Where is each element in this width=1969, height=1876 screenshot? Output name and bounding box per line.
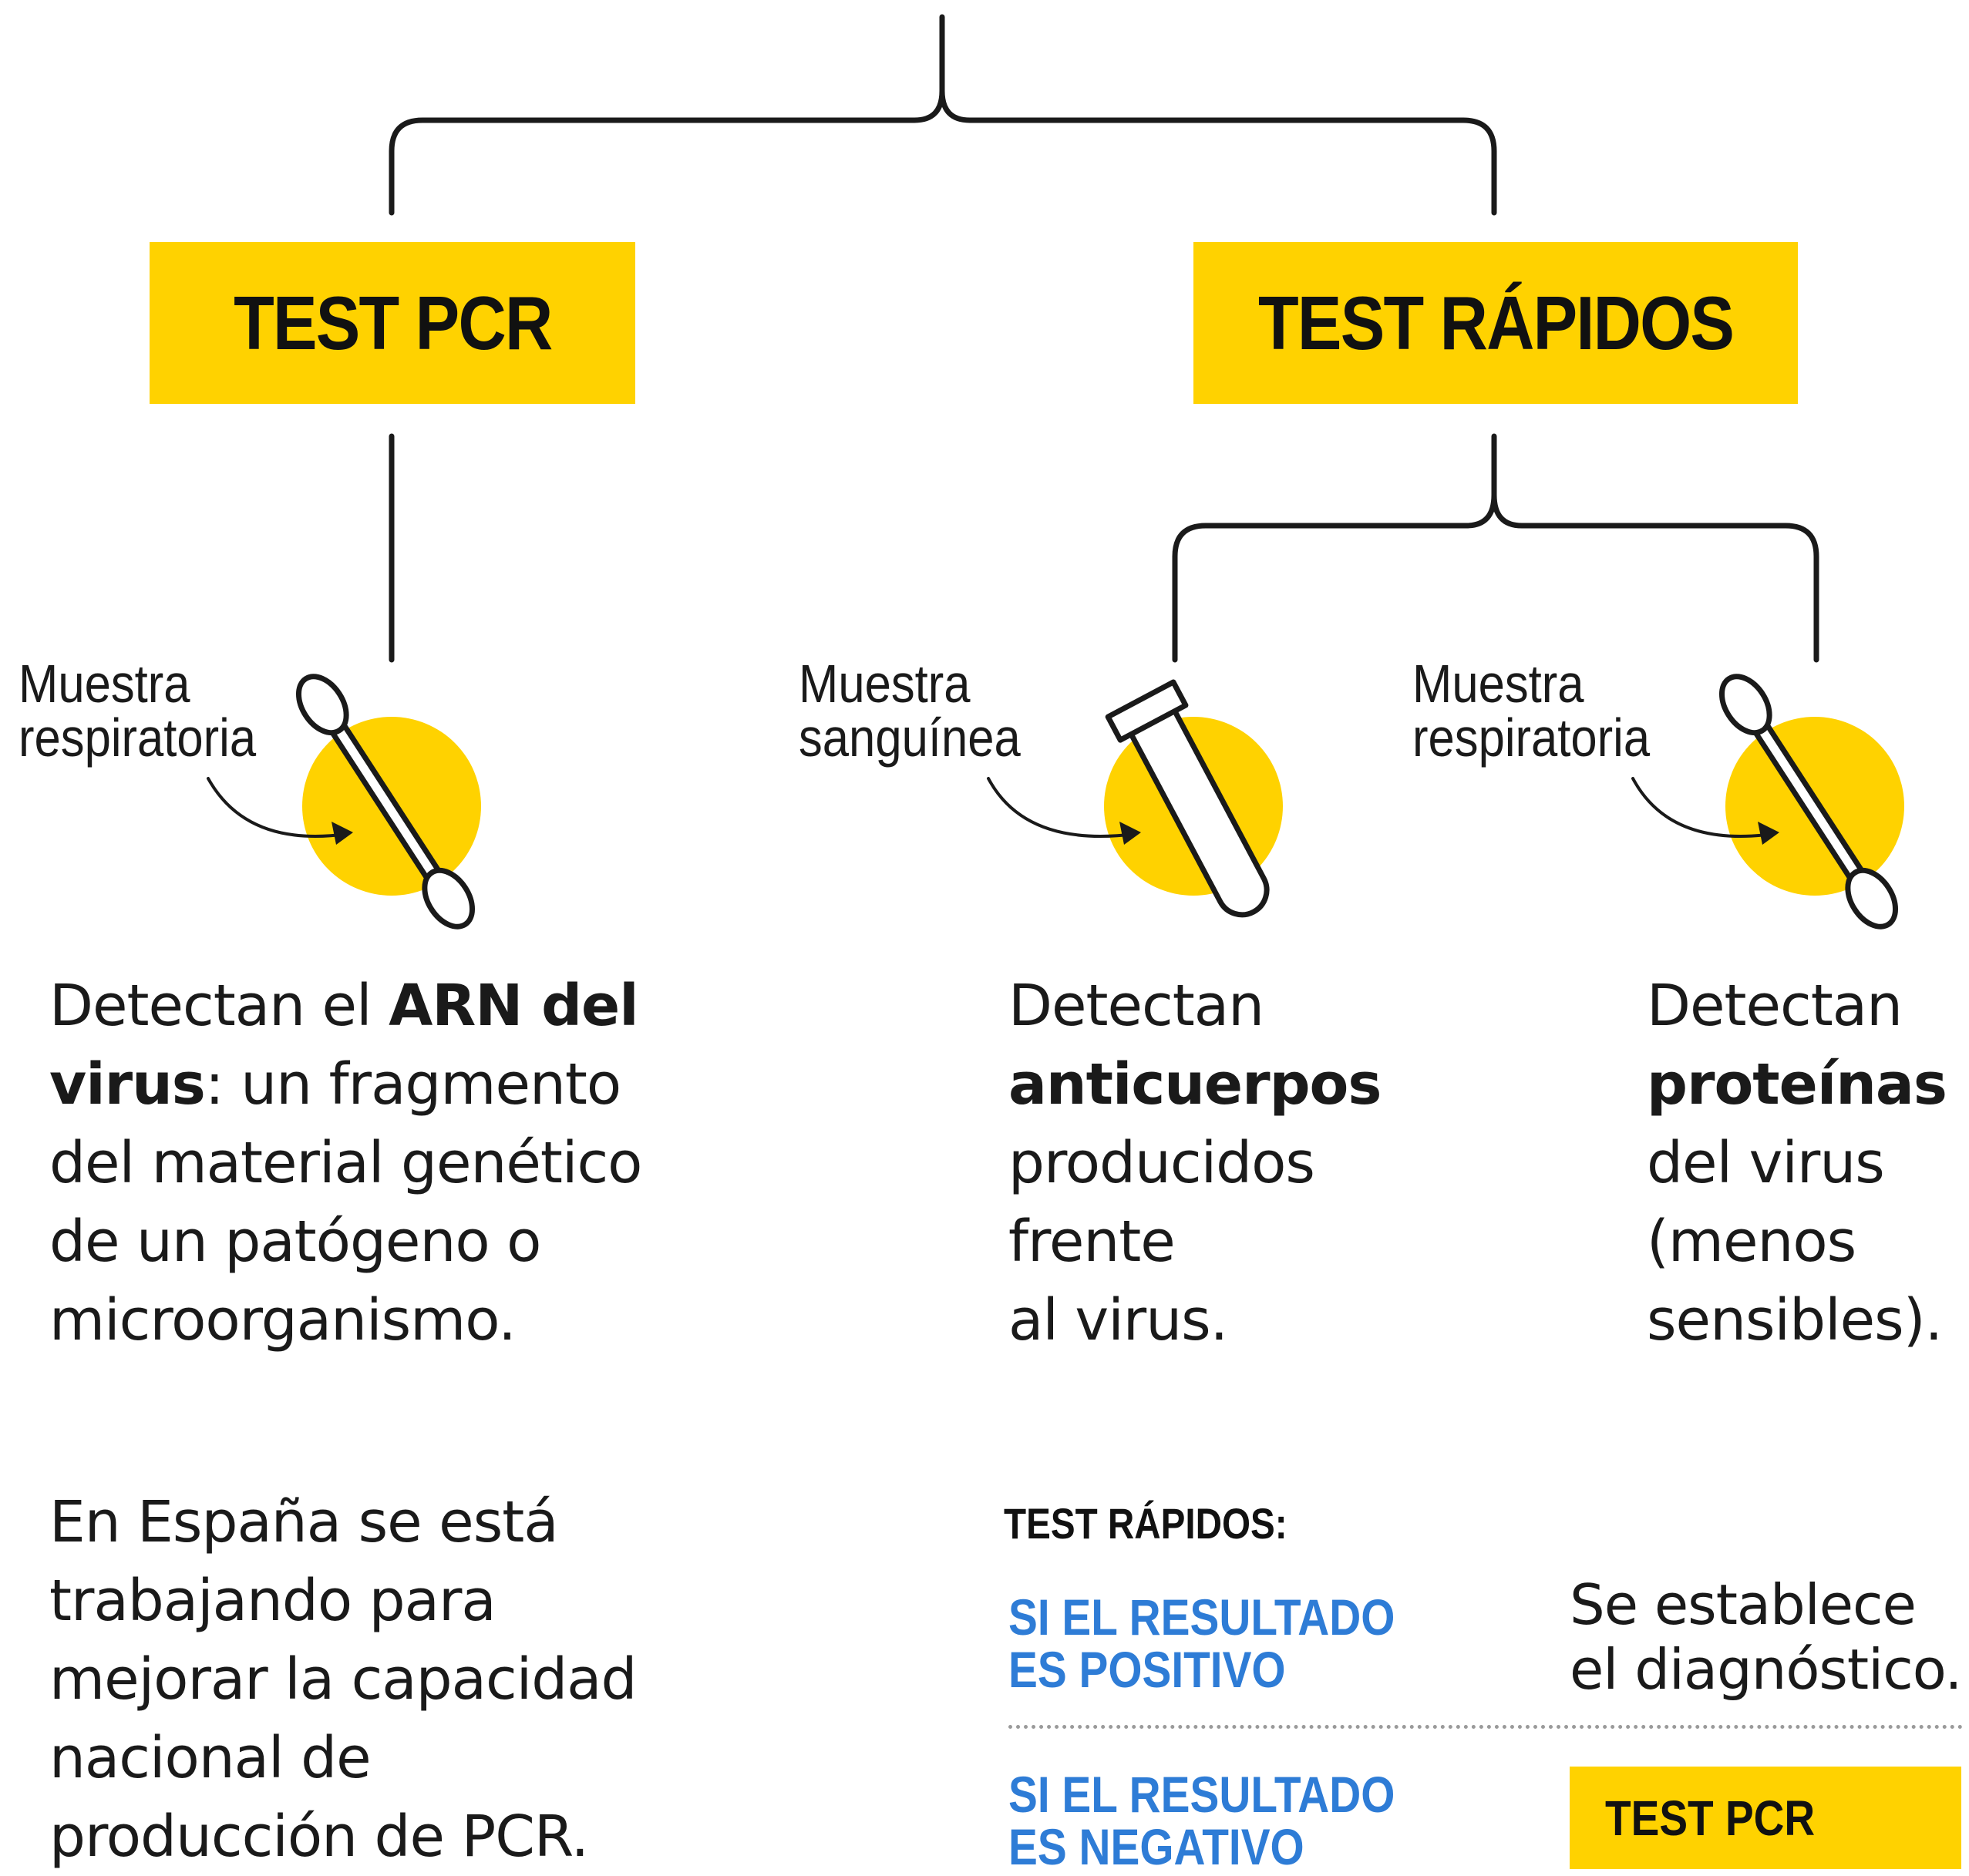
spain-pcr-note: En España se está trabajando para mejora… xyxy=(49,1489,637,1870)
arrow-icon xyxy=(207,777,348,838)
results-heading: TEST RÁPIDOS: xyxy=(1004,1499,1287,1548)
top-brace xyxy=(389,14,945,216)
arrow-head-icon xyxy=(1119,822,1141,845)
rapid-brace xyxy=(1172,433,1497,663)
negative-result-label: SI EL RESULTADO ES NEGATIVO xyxy=(1008,1766,1395,1875)
antigen-description: Detectan proteínas del virus (menos sens… xyxy=(1647,973,1947,1353)
antibody-description: Detectan anticuerpos producidos frente a… xyxy=(1008,973,1382,1353)
test-pcr-box: TEST PCR xyxy=(150,242,635,404)
rapid-brace-right xyxy=(1491,492,1819,663)
arrow-icon xyxy=(987,777,1136,838)
pcr-description: Detectan el ARN del virus: un fragmento … xyxy=(49,973,642,1353)
swab-icon xyxy=(1718,674,1899,930)
test-rapidos-label: TEST RÁPIDOS xyxy=(1257,280,1735,365)
antibody-sample-label: Muestra sanguínea xyxy=(799,654,1021,768)
arrow-head-icon xyxy=(1758,822,1779,845)
positive-result-label: SI EL RESULTADO ES POSITIVO xyxy=(1008,1589,1395,1698)
results-divider xyxy=(1008,1725,1963,1729)
arrow-icon xyxy=(1631,777,1775,838)
positive-outcome: Se establece el diagnóstico. xyxy=(1570,1572,1962,1702)
test-tube-icon xyxy=(1105,679,1270,918)
top-brace-right xyxy=(939,88,1497,216)
test-rapidos-box: TEST RÁPIDOS xyxy=(1193,242,1798,404)
swab-icon xyxy=(295,674,476,930)
negative-outcome-test-pcr-box: TEST PCR xyxy=(1570,1767,1961,1869)
test-pcr-label: TEST PCR xyxy=(233,280,553,365)
antigen-sample-label: Muestra respiratoria xyxy=(1412,654,1651,768)
pcr-sample-label: Muestra respiratoria xyxy=(19,654,257,768)
arrow-head-icon xyxy=(332,822,353,845)
